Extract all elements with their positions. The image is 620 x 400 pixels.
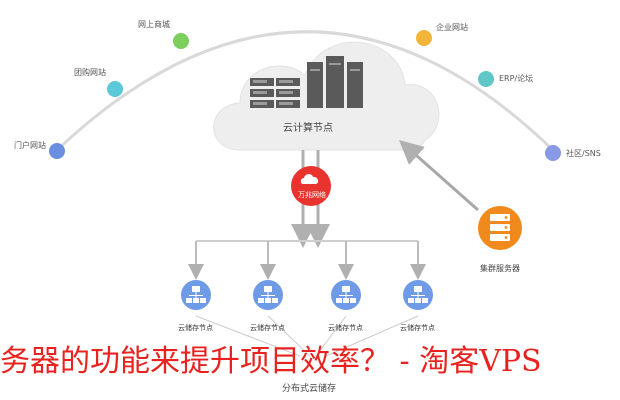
storage-tree-icon — [258, 286, 278, 303]
storage-tree-icon — [336, 286, 356, 303]
arc-node-mall — [173, 33, 189, 49]
cluster-server-node — [478, 206, 522, 250]
storage-node — [181, 280, 211, 310]
arc-label-portal: 门户网站 — [14, 141, 46, 150]
arc-label-enterprise: 企业网站 — [436, 23, 468, 32]
arc-node-sns — [545, 145, 561, 161]
article-caption[interactable]: 务器的功能来提升项目效率？ - 淘客VPS — [0, 344, 542, 379]
storage-label: 云储存节点 — [328, 324, 363, 332]
cloud-network-icon — [300, 174, 319, 184]
network-node — [291, 166, 331, 206]
storage-node — [403, 280, 433, 310]
cluster-label: 集群服务器 — [480, 264, 520, 273]
arc-label-mall: 网上商城 — [138, 20, 170, 29]
arc-label-erp: ERP/论坛 — [499, 74, 534, 83]
cloud-label: 云计算节点 — [283, 123, 333, 134]
arc-node-erp — [478, 71, 494, 87]
arc-label-sns: 社区/SNS — [566, 149, 601, 158]
storage-node — [331, 280, 361, 310]
client-arc — [53, 30, 560, 157]
arc-node-groupbuy — [107, 81, 123, 97]
storage-tree-icon — [408, 286, 428, 303]
cloud-compute-node — [213, 41, 440, 151]
storage-node — [253, 280, 283, 310]
distributed-storage-label: 分布式云储存 — [282, 384, 337, 394]
storage-label: 云储存节点 — [250, 324, 285, 332]
storage-label: 云储存节点 — [400, 324, 435, 332]
storage-tree-icon — [186, 286, 206, 303]
arc-label-groupbuy: 团购网站 — [74, 68, 106, 77]
network-label: 万兆网络 — [298, 191, 326, 199]
server-rack-icon — [250, 56, 363, 108]
server-stack-icon — [490, 214, 510, 241]
arc-node-enterprise — [416, 30, 432, 46]
arc-node-portal — [49, 143, 65, 159]
storage-label: 云储存节点 — [178, 324, 213, 332]
